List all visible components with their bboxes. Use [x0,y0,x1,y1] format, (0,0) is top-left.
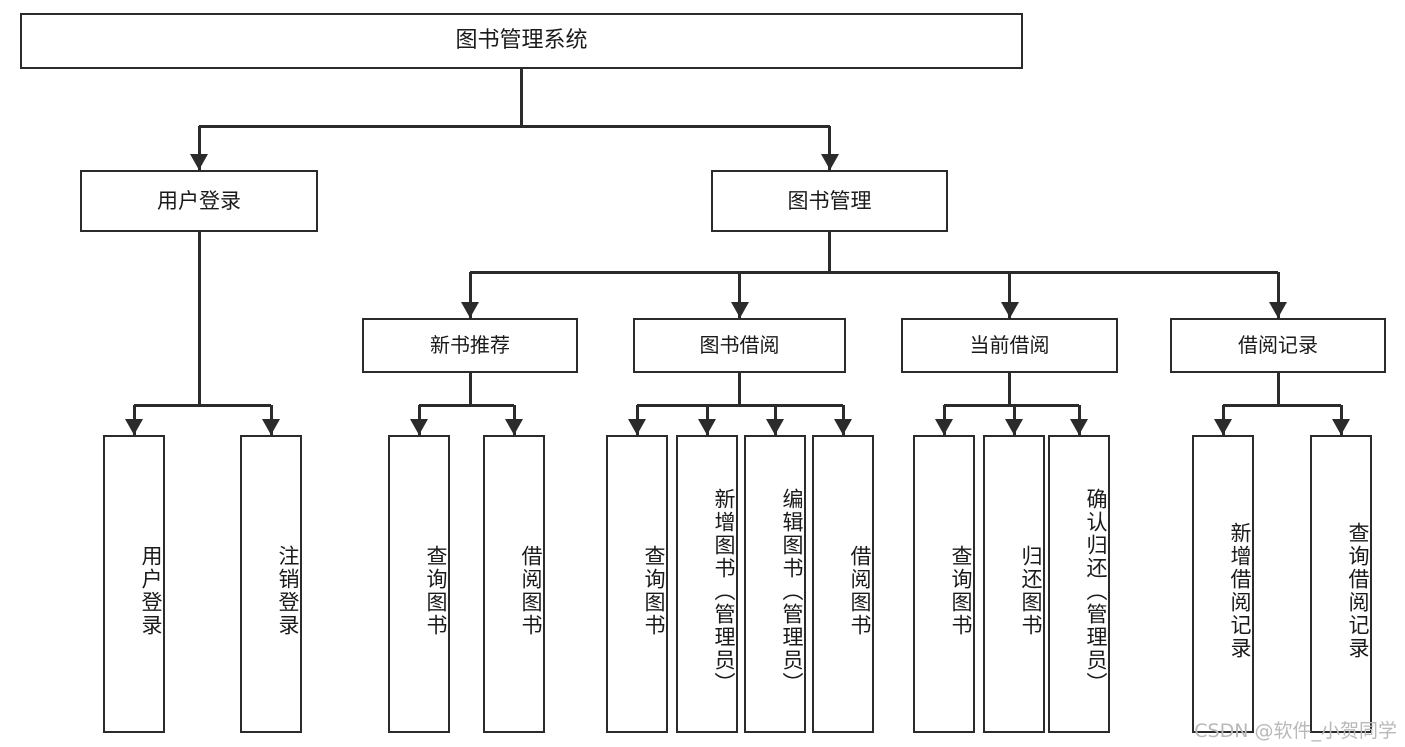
node-leaf-query-book-2[interactable]: 查询图书 [606,435,668,733]
node-label: 图书管理 [787,188,872,213]
connector-stem-book-manage [828,232,831,272]
connector-bus-borrow-record [1223,403,1341,407]
node-label: 用户登录 [139,545,163,637]
node-leaf-confirm-return[interactable]: 确认归还（管理员） [1048,435,1110,733]
connector-stem-new-book-rec [468,373,472,405]
node-borrow-record[interactable]: 借阅记录 [1170,318,1386,373]
connector-arrowhead-book-borrow-0 [628,419,646,435]
node-new-book-rec[interactable]: 新书推荐 [362,318,578,373]
node-leaf-borrow-book-1[interactable]: 借阅图书 [483,435,545,733]
connector-arrowhead-user-login-1 [262,419,280,435]
connector-arrowhead-root-0 [190,154,208,170]
connector-drop-book-manage-3 [1276,272,1280,318]
connector-arrowhead-book-manage-1 [730,302,749,318]
connector-bus-root [199,124,830,128]
node-book-manage[interactable]: 图书管理 [711,170,948,232]
connector-drop-root-0 [197,126,201,170]
connector-stem-borrow-record [1276,373,1280,405]
connector-arrowhead-new-book-rec-1 [505,419,523,435]
node-leaf-query-record[interactable]: 查询借阅记录 [1310,435,1372,733]
connector-stem-current-borrow [1008,373,1011,405]
connector-bus-user-login [134,403,271,407]
connector-arrowhead-book-manage-0 [461,302,479,318]
connector-arrowhead-root-1 [820,154,839,170]
node-label: 用户登录 [157,188,241,213]
connector-drop-root-1 [828,126,831,170]
node-label: 借阅图书 [519,545,543,637]
connector-arrowhead-current-borrow-1 [1005,419,1023,435]
connector-bus-book-manage [470,270,1278,274]
connector-arrowhead-borrow-record-1 [1332,419,1350,435]
connector-bus-current-borrow [944,403,1079,407]
node-label: 编辑图书（管理员） [780,487,804,695]
connector-drop-book-manage-2 [1008,272,1011,318]
connector-stem-user-login [197,232,201,405]
connector-arrowhead-book-manage-2 [1000,302,1019,318]
node-label: 图书管理系统 [455,28,588,54]
connector-arrowhead-book-borrow-1 [698,419,716,435]
connector-arrowhead-current-borrow-0 [935,419,953,435]
node-label: 归还图书 [1019,545,1043,637]
connector-bus-new-book-rec [419,403,514,407]
connector-arrowhead-book-borrow-2 [766,419,784,435]
node-label: 新增借阅记录 [1228,522,1252,660]
node-leaf-user-login[interactable]: 用户登录 [103,435,165,733]
connector-arrowhead-new-book-rec-0 [410,419,428,435]
node-leaf-add-record[interactable]: 新增借阅记录 [1192,435,1254,733]
node-leaf-query-book-3[interactable]: 查询图书 [913,435,975,733]
node-label: 当前借阅 [969,332,1050,357]
connector-arrowhead-borrow-record-0 [1214,419,1232,435]
node-current-borrow[interactable]: 当前借阅 [901,318,1118,373]
node-label: 查询图书 [642,545,666,637]
connector-arrowhead-book-borrow-3 [834,419,852,435]
node-label: 注销登录 [276,545,300,637]
connector-stem-book-borrow [738,373,741,405]
node-leaf-user-logout[interactable]: 注销登录 [240,435,302,733]
node-label: 确认归还（管理员） [1084,487,1108,695]
connector-drop-book-manage-1 [738,272,741,318]
node-leaf-query-book-1[interactable]: 查询图书 [388,435,450,733]
connector-arrowhead-current-borrow-2 [1070,419,1088,435]
node-label: 查询借阅记录 [1346,522,1370,660]
node-root[interactable]: 图书管理系统 [20,13,1023,69]
node-leaf-add-book[interactable]: 新增图书（管理员） [676,435,738,733]
node-label: 查询图书 [949,545,973,637]
watermark-text: CSDN @软件_小贺同学 [1194,720,1397,742]
node-label: 借阅图书 [848,545,872,637]
node-label: 图书借阅 [699,332,780,357]
connector-arrowhead-user-login-0 [125,419,143,435]
connector-stem-root [520,69,523,126]
node-leaf-return-book[interactable]: 归还图书 [983,435,1045,733]
node-leaf-borrow-book-2[interactable]: 借阅图书 [812,435,874,733]
node-label: 新书推荐 [430,332,510,357]
node-label: 新增图书（管理员） [712,487,736,695]
node-book-borrow[interactable]: 图书借阅 [633,318,846,373]
connector-arrowhead-book-manage-3 [1269,302,1287,318]
connector-bus-book-borrow [637,403,843,407]
connector-drop-book-manage-0 [468,272,472,318]
node-leaf-edit-book[interactable]: 编辑图书（管理员） [744,435,806,733]
node-user-login[interactable]: 用户登录 [80,170,318,232]
node-label: 查询图书 [424,545,448,637]
node-label: 借阅记录 [1238,332,1318,357]
